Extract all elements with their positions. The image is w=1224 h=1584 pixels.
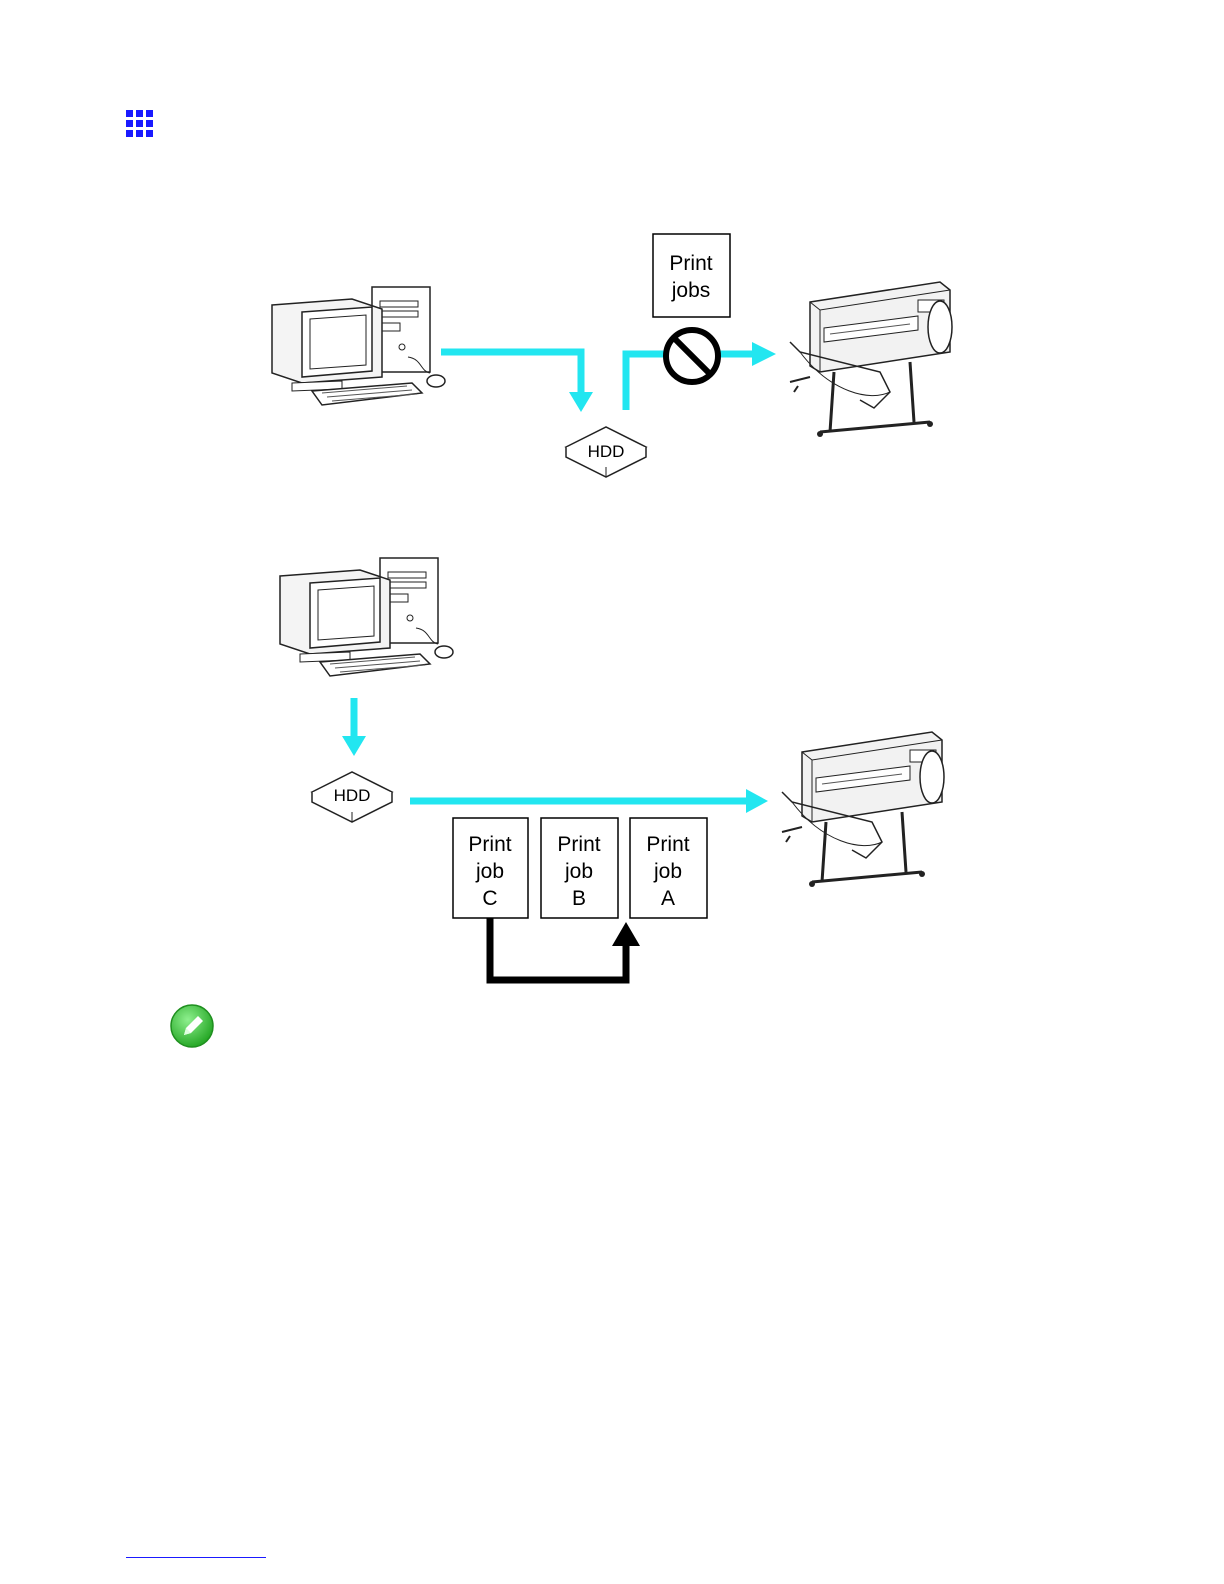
job-b-line3: B	[572, 887, 586, 910]
job-c-line3: C	[482, 887, 497, 910]
hdd-label: HDD	[588, 442, 625, 461]
grid-menu-icon	[126, 110, 154, 138]
diagram-jobs-reordered: HDD Print job C Print job B Print job A	[0, 540, 1224, 1000]
job-box-c: Print job C	[453, 818, 528, 918]
job-c-line1: Print	[468, 833, 511, 856]
reorder-route-arrow	[490, 918, 626, 980]
job-box-b: Print job B	[541, 818, 618, 918]
print-jobs-label-line2: jobs	[671, 279, 711, 302]
printer-illustration	[790, 282, 952, 437]
job-b-line1: Print	[557, 833, 600, 856]
job-b-line2: job	[564, 860, 593, 883]
print-jobs-box	[653, 234, 730, 317]
hdd-icon: HDD	[566, 427, 646, 477]
printer-illustration	[782, 732, 944, 887]
job-a-line2: job	[653, 860, 682, 883]
flow-arrow-to-hdd	[441, 352, 581, 394]
diagram-jobs-blocked: HDD Print jobs	[0, 180, 1224, 510]
pencil-note-icon	[168, 1002, 216, 1050]
computer-illustration	[272, 287, 445, 405]
hdd-icon: HDD	[312, 772, 392, 822]
job-a-line1: Print	[646, 833, 689, 856]
job-c-line2: job	[475, 860, 504, 883]
print-jobs-label-line1: Print	[669, 252, 712, 275]
prohibited-icon	[666, 330, 718, 382]
hdd-label: HDD	[334, 786, 371, 805]
footer-rule	[126, 1557, 266, 1558]
job-box-a: Print job A	[630, 818, 707, 918]
job-a-line3: A	[661, 887, 675, 910]
computer-illustration	[280, 558, 453, 676]
